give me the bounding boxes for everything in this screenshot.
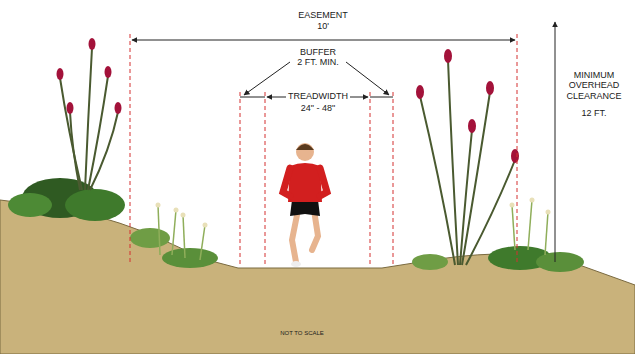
right-shrubs [412, 198, 584, 273]
left-shrubs [8, 178, 218, 268]
ground [0, 200, 635, 354]
dimension-lines [132, 22, 555, 262]
dimension-label: TREADWIDTH [286, 91, 350, 101]
guide-lines [130, 34, 517, 266]
note-text: NOT TO SCALE [280, 330, 324, 337]
dimension-value: 2 FT. MIN. [297, 57, 339, 67]
left-ocotillo [57, 38, 122, 190]
dimension-label: BUFFER [300, 47, 336, 57]
dimension-value: 24" - 48" [301, 103, 335, 113]
dimension-label: MINIMUM OVERHEAD CLEARANCE [558, 70, 630, 101]
runner [283, 143, 327, 267]
dimension-label: EASEMENT [298, 10, 348, 20]
dimension-value: 10' [317, 21, 329, 31]
dimension-value: 12 FT. [581, 108, 606, 118]
right-ocotillo [416, 49, 519, 265]
